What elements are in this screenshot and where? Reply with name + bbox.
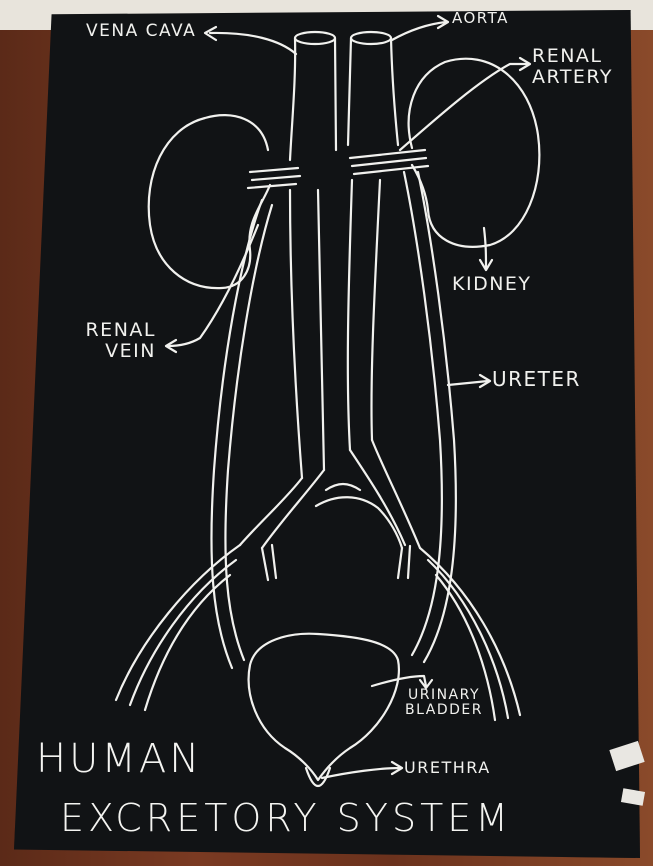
label-kidney: KIDNEY (452, 274, 532, 295)
inferior-vena-cava (290, 190, 324, 478)
label-vena-cava: VENA CAVA (86, 22, 196, 41)
iliac-right (350, 440, 420, 548)
aorta-pointer (392, 22, 446, 40)
label-urinary-bladder: URINARY BLADDER (398, 688, 490, 719)
label-urethra: URETHRA (404, 759, 491, 777)
iliac-left (240, 470, 324, 548)
urethra-pointer (322, 768, 400, 778)
title-line-1: HUMAN (36, 736, 202, 782)
left-pelvic-curve (116, 545, 240, 710)
left-renal-vessels (248, 168, 300, 188)
aorta-opening (351, 32, 391, 44)
vena-cava (290, 38, 336, 160)
descending-aorta (348, 180, 380, 450)
label-renal-artery: RENAL ARTERY (532, 46, 613, 88)
ureter-pointer (448, 381, 488, 385)
left-ureter (211, 200, 272, 668)
internal-iliac-branches (262, 545, 410, 580)
right-ureter (404, 172, 456, 662)
vena-cava-opening (295, 32, 335, 44)
aorta (348, 38, 398, 145)
vena-cava-pointer (210, 33, 296, 54)
title-line-2: EXCRETORY SYSTEM (60, 796, 512, 840)
label-aorta: AORTA (452, 10, 509, 27)
urinary-bladder (249, 634, 399, 780)
label-renal-vein: RENAL VEIN (60, 320, 156, 362)
iliac-center (316, 484, 402, 548)
kidney-pointer (484, 228, 486, 268)
left-kidney (149, 115, 270, 288)
label-ureter: URETER (492, 368, 581, 390)
